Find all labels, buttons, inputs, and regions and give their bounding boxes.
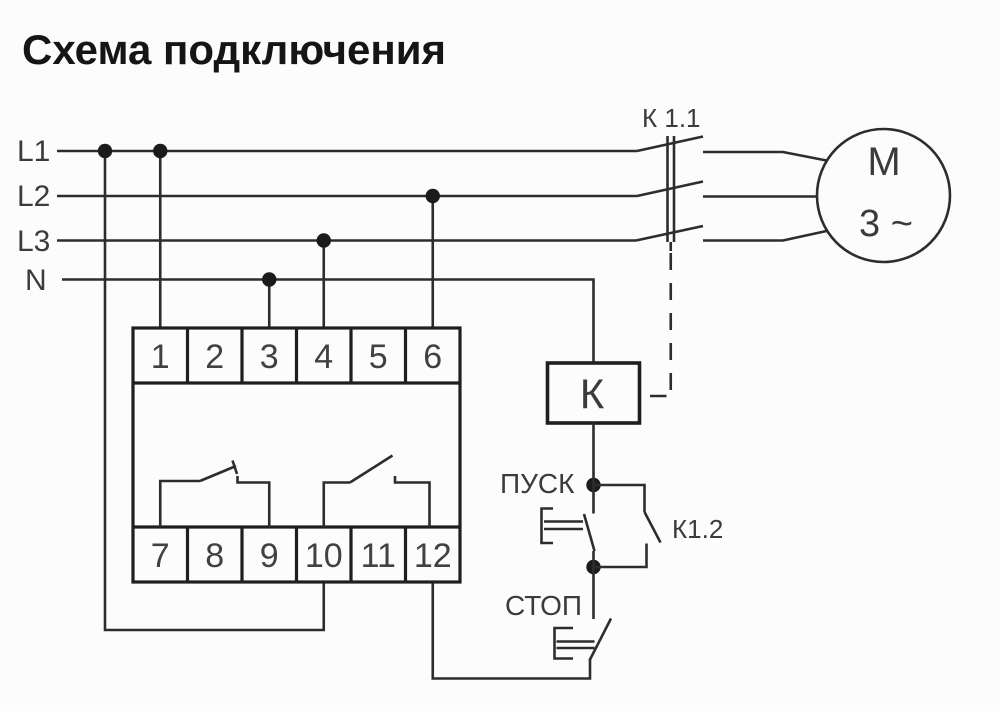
- junction-dots: [97, 143, 601, 575]
- relay-device: 1 2 3 4 5 6 7 8 9 10 11 12: [131, 326, 462, 584]
- stop-blade: [588, 617, 613, 662]
- k11-blade-l3: [635, 224, 704, 242]
- terminal-7: 7: [151, 537, 170, 575]
- terminal-6: 6: [423, 338, 442, 376]
- junction-dot: [97, 143, 113, 159]
- label-n: N: [25, 264, 47, 297]
- contact-blade-tick: [231, 460, 239, 475]
- label-l2: L2: [17, 180, 50, 213]
- start-button: ПУСК: [500, 468, 596, 619]
- k12-lower-lead: [593, 543, 648, 569]
- terminal-10: 10: [305, 537, 343, 575]
- k11-linkage-bars: [666, 136, 676, 242]
- stop-button-label: СТОП: [505, 590, 582, 621]
- terminal-9: 9: [260, 537, 279, 575]
- k12-blade: [643, 511, 662, 544]
- contact-lead: [158, 479, 200, 527]
- k12-upper-lead: [593, 483, 646, 512]
- motor-symbol: М 3 ~: [815, 127, 952, 264]
- start-actuator-bracket: [540, 507, 553, 545]
- internal-contact-10-12: [322, 454, 431, 527]
- terminal-12: 12: [414, 537, 452, 575]
- k11-blade-l2: [636, 180, 704, 198]
- contactor-coil: К: [545, 361, 642, 485]
- coil-label: К: [580, 370, 605, 417]
- junction-dot: [316, 233, 331, 248]
- motor-designation: М: [867, 140, 900, 184]
- start-button-label: ПУСК: [500, 468, 575, 499]
- terminal-4: 4: [314, 338, 333, 376]
- contact-lead: [393, 476, 431, 527]
- power-rail-labels: L1 L2 L3 N: [17, 135, 50, 297]
- junction-dot: [425, 188, 440, 204]
- terminal-8: 8: [205, 537, 224, 575]
- terminal-dividers: [185, 328, 408, 582]
- contact-lead: [236, 476, 271, 527]
- wire-n-to-coil: [62, 278, 595, 363]
- stop-actuator-shaft: [556, 640, 595, 650]
- terminal-1: 1: [151, 338, 170, 376]
- page-title: Схема подключения: [22, 26, 446, 73]
- label-l3: L3: [17, 225, 50, 258]
- motor-circle: [815, 127, 952, 264]
- contact-lead: [322, 481, 350, 527]
- k11-blade-l1: [636, 135, 704, 153]
- start-actuator-shaft: [544, 520, 583, 531]
- terminal-3: 3: [260, 338, 279, 376]
- contact-blade: [349, 454, 394, 484]
- contact-blade: [199, 464, 237, 483]
- start-blade: [582, 513, 596, 552]
- junction-dot: [262, 272, 277, 287]
- motor-feed-wires: [703, 150, 827, 242]
- terminal-5: 5: [369, 338, 388, 376]
- internal-contact-7-9: [158, 460, 271, 527]
- contactor-main-contacts: К 1.1: [635, 103, 704, 403]
- label-l1: L1: [17, 135, 50, 168]
- label-k12: К1.2: [672, 514, 723, 544]
- terminal-11: 11: [361, 537, 396, 575]
- branch-wires: [103, 151, 592, 680]
- label-k11: К 1.1: [642, 103, 701, 133]
- motor-phases: 3 ~: [859, 203, 913, 245]
- wire-phase3-to-motor: [703, 229, 827, 242]
- wire-terminal12-to-stop: [431, 582, 592, 680]
- aux-contact-k12: К1.2: [593, 483, 723, 569]
- stop-button: СТОП: [505, 590, 613, 662]
- terminal-2: 2: [205, 338, 224, 376]
- junction-dot: [153, 143, 168, 159]
- wire-l1-to-terminal10: [103, 151, 326, 632]
- stop-actuator-bracket: [553, 626, 573, 660]
- wire-phase1-to-motor: [703, 150, 827, 162]
